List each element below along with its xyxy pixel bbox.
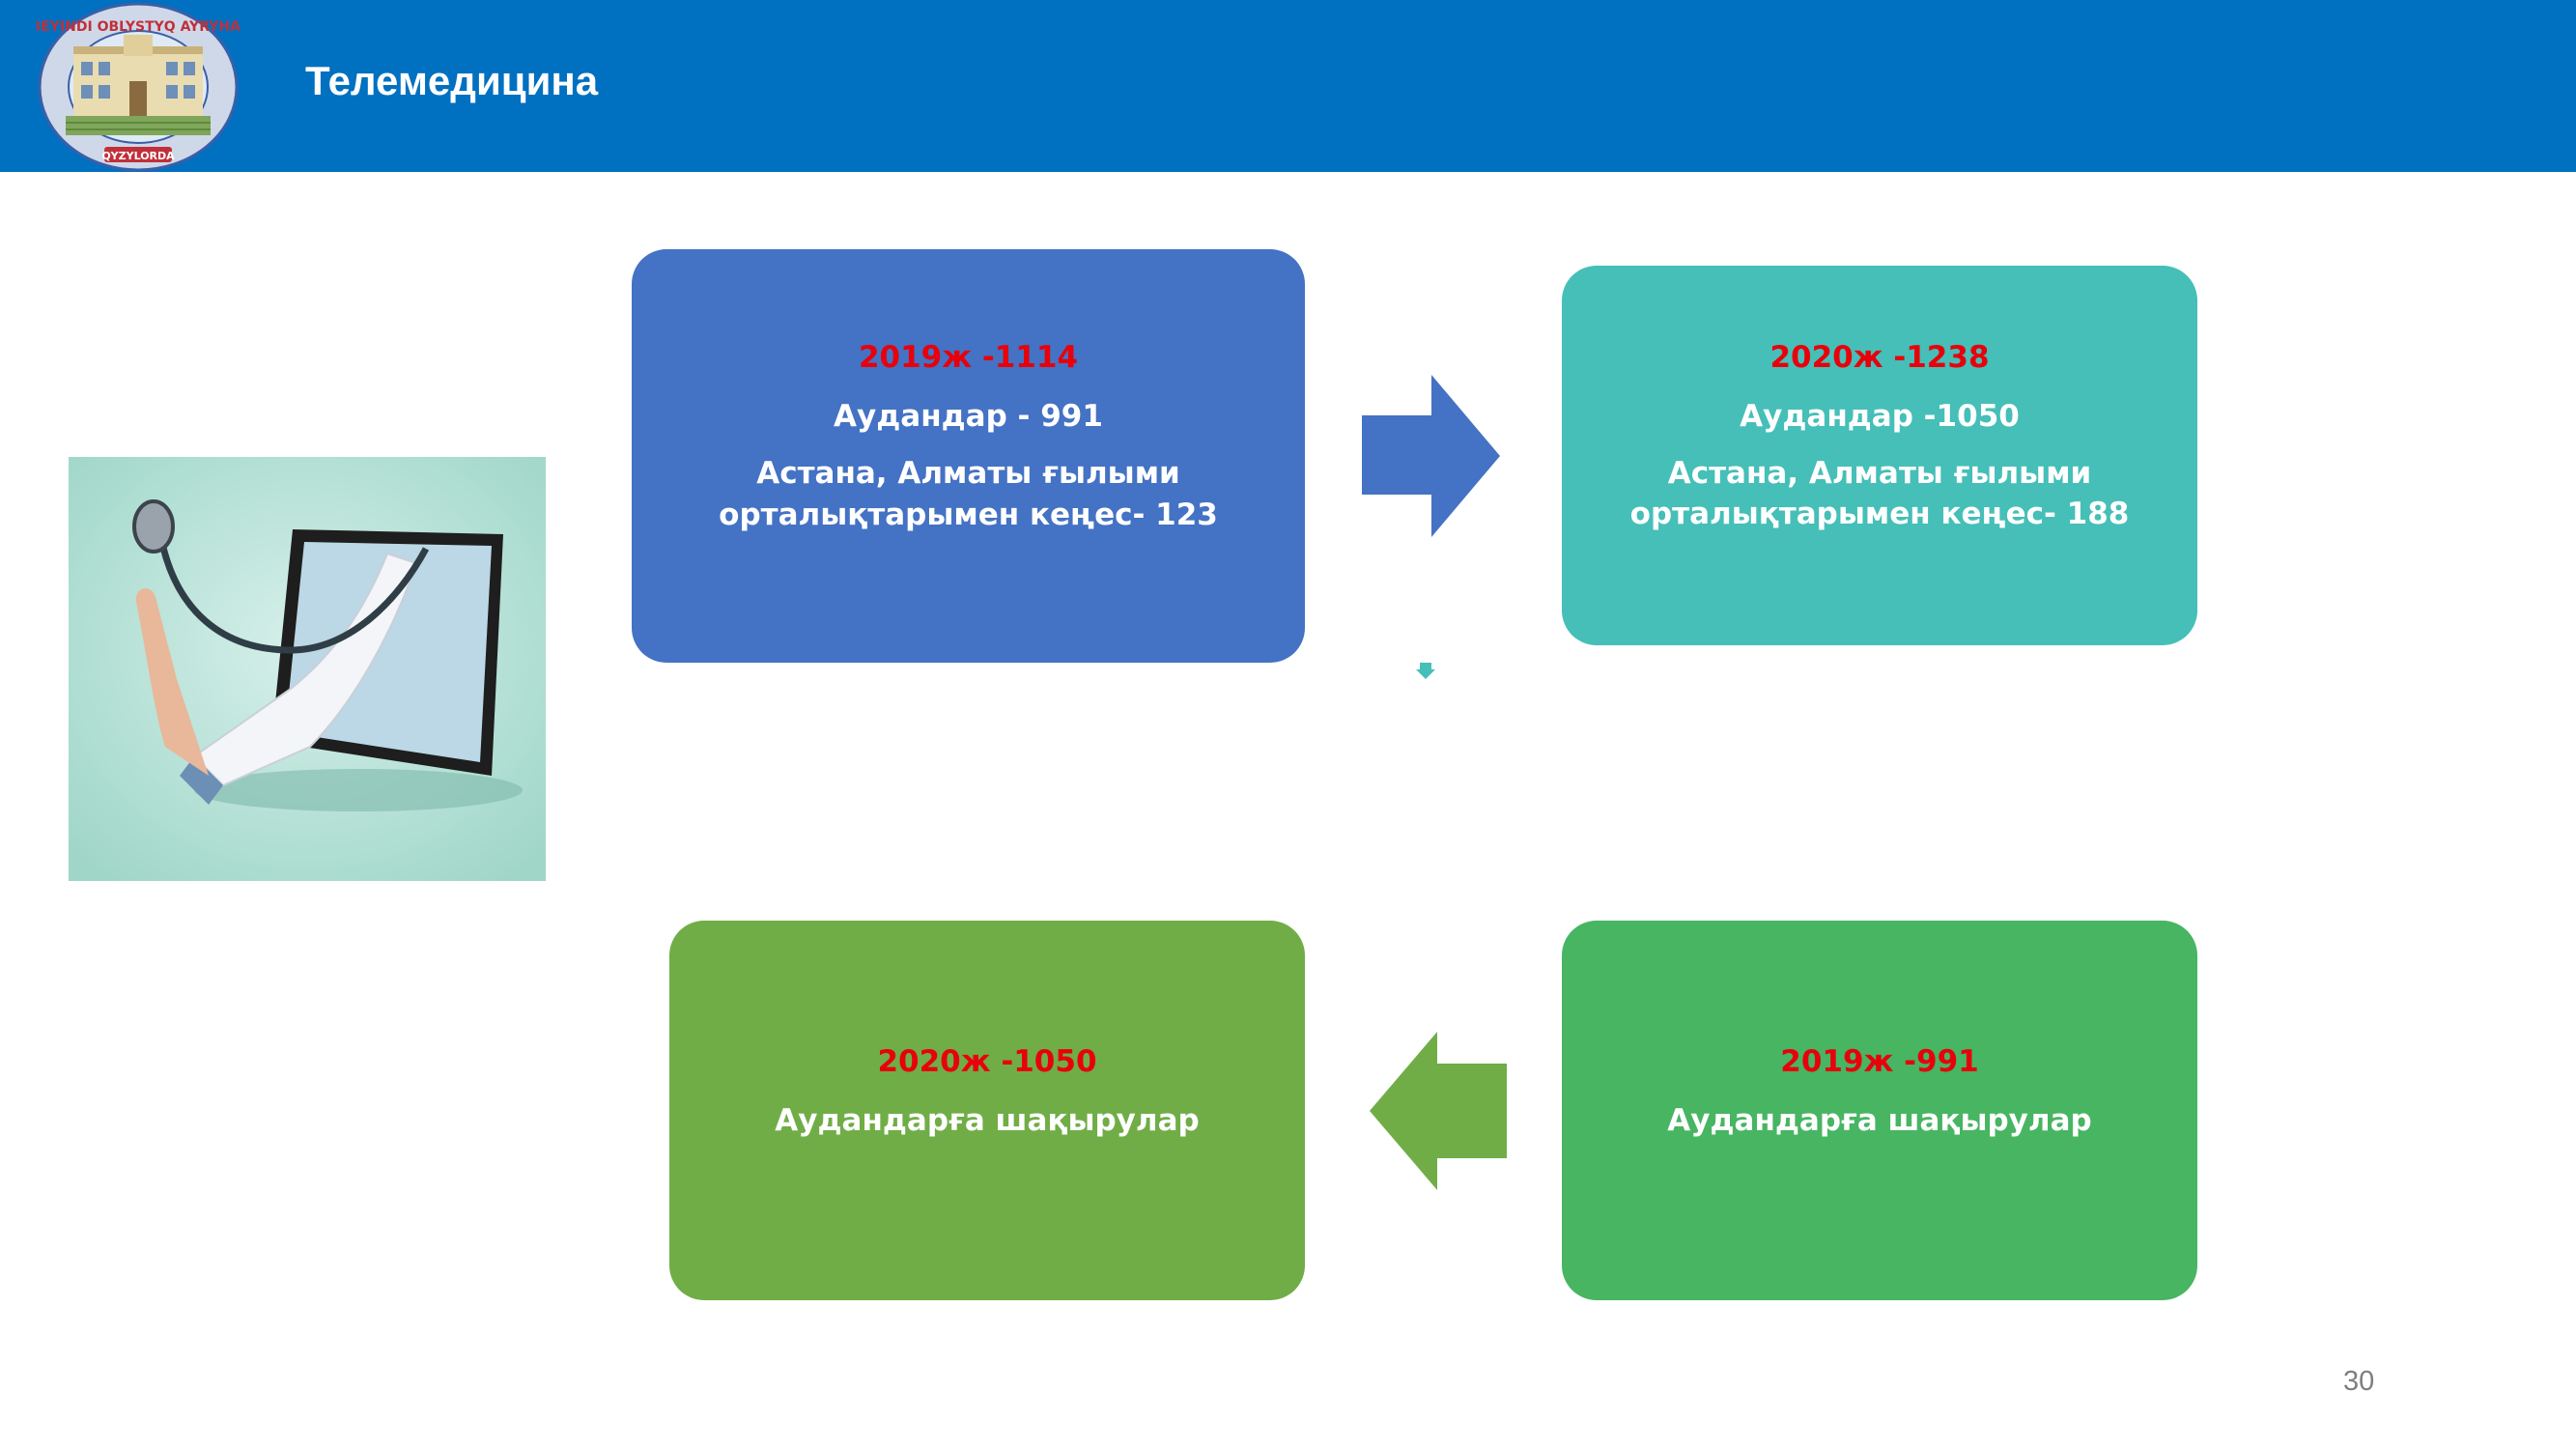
box-year-line: 2020ж -1238 (1769, 339, 1990, 375)
box-line-consult: Астана, Алматы ғылыми орталықтарымен кең… (719, 456, 1218, 532)
box-2020-total: 2020ж -1238 Аудандар -1050 Астана, Алмат… (1562, 266, 2197, 645)
box-line-calls: Аудандарға шақырулар (1667, 1102, 2092, 1138)
box-line-consult: Астана, Алматы ғылыми орталықтарымен кең… (1629, 455, 2130, 532)
hospital-logo: KOP BEYINDI OBLYSTYQ AYRYHANASY QYZYLORD… (37, 2, 240, 171)
box-year-line: 2020ж -1050 (877, 1043, 1097, 1079)
box-year-line: 2019ж -1114 (858, 340, 1079, 376)
arrow-left-icon (1370, 1032, 1507, 1190)
box-2019-total: 2019ж -1114 Аудандар - 991 Астана, Алмат… (632, 249, 1305, 663)
svg-text:QYZYLORDA: QYZYLORDA (101, 150, 175, 162)
page-title: Телемедицина (305, 58, 599, 103)
telemedicine-image (69, 457, 546, 881)
arrow-down-small-icon (1416, 663, 1435, 679)
arrow-right-icon (1362, 375, 1500, 537)
box-line-calls: Аудандарға шақырулар (775, 1102, 1200, 1138)
header-bar: KOP BEYINDI OBLYSTYQ AYRYHANASY QYZYLORD… (0, 0, 2576, 172)
svg-text:KOP BEYINDI OBLYSTYQ AYRYHANAS: KOP BEYINDI OBLYSTYQ AYRYHANASY (37, 19, 240, 35)
box-2019-calls: 2019ж -991 Аудандарға шақырулар (1562, 921, 2197, 1300)
box-year-line: 2019ж -991 (1780, 1043, 1979, 1079)
box-2020-calls: 2020ж -1050 Аудандарға шақырулар (669, 921, 1305, 1300)
box-line-districts: Аудандар -1050 (1740, 398, 2020, 434)
box-line-districts: Аудандар - 991 (834, 399, 1103, 435)
page-number: 30 (2343, 1366, 2375, 1397)
